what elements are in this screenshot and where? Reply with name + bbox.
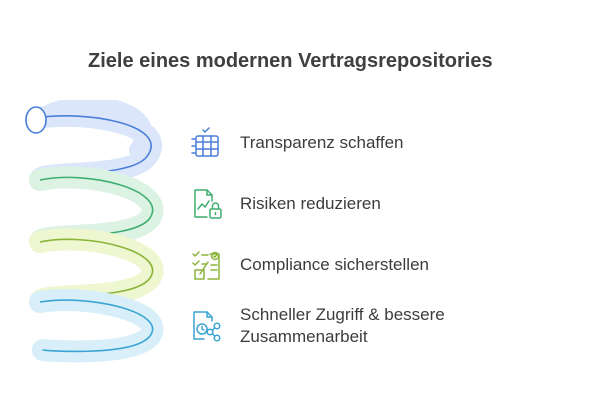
checklist-icon xyxy=(192,251,220,280)
goal-item-transparency: Transparenz schaffen xyxy=(190,126,403,160)
goal-item-compliance: Compliance sicherstellen xyxy=(190,248,429,282)
goal-label-line-1: Schneller Zugriff & bessere xyxy=(240,305,445,324)
goal-label: Transparenz schaffen xyxy=(240,133,404,152)
document-share-icon xyxy=(193,311,221,342)
goal-label-line-2: Zusammenarbeit xyxy=(240,327,368,346)
goal-label: Compliance sicherstellen xyxy=(240,255,429,274)
document-lock-icon xyxy=(194,189,222,219)
goal-label: Risiken reduzieren xyxy=(240,194,381,213)
spring-spiral-graphic xyxy=(25,100,164,363)
coil-cyan xyxy=(29,289,164,363)
diagram-title: Ziele eines modernen Vertragsrepositorie… xyxy=(88,50,493,72)
table-icon xyxy=(191,127,219,157)
goal-item-access: Schneller Zugriff & bessere Zusammenarbe… xyxy=(190,304,445,348)
goal-item-risk: Risiken reduzieren xyxy=(190,187,381,221)
